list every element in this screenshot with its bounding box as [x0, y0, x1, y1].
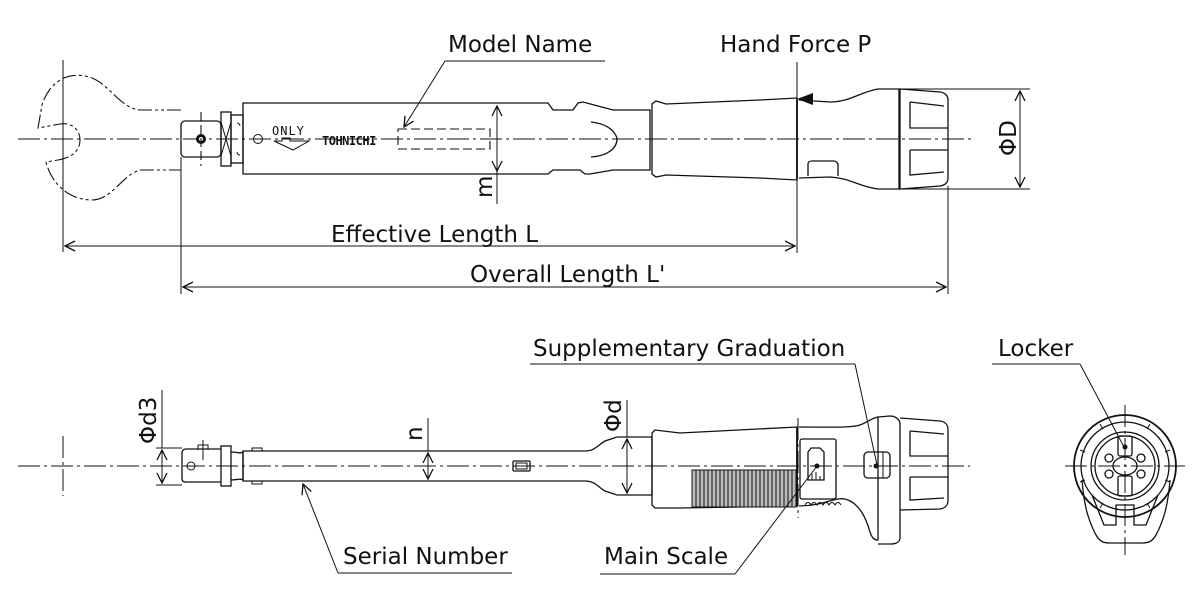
- serial-number-leader: [303, 484, 339, 574]
- main-scale-leader: [734, 465, 818, 575]
- end-base-slot: [1091, 494, 1159, 526]
- side-view: Φd3 n Φd: [18, 336, 970, 575]
- cap-slot-top: [909, 101, 948, 129]
- overall-length-label: Overall Length L': [470, 262, 665, 288]
- dim-n-label: n: [402, 426, 428, 441]
- dim-D-label: ΦD: [996, 120, 1022, 156]
- locker: [1104, 435, 1146, 497]
- shaft-window: [512, 460, 531, 472]
- end-mid-ring: [1080, 421, 1170, 511]
- supplementary-graduation-knob: [863, 451, 891, 479]
- effective-length-label: Effective Length L: [331, 222, 538, 248]
- hand-force-label: Hand Force P: [720, 32, 871, 58]
- side-collar: [220, 445, 232, 487]
- side-drive-pin: [186, 461, 196, 471]
- locker-label: Locker: [998, 336, 1074, 362]
- spanner-head-phantom: [37, 74, 181, 201]
- top-view: ONLY TOHNICHI m ΦD Hand Force P Model Na…: [18, 32, 1030, 294]
- shaft-end-clips: [251, 447, 263, 485]
- side-detent: [197, 440, 209, 460]
- grip-tab: [807, 160, 839, 176]
- shaft-window-inner: [515, 462, 528, 470]
- side-cap-slot-top: [909, 430, 948, 457]
- end-view: Locker: [992, 336, 1185, 555]
- model-name-leader: [404, 60, 446, 127]
- end-base-outline: [1081, 479, 1171, 544]
- rear-ribs: [804, 502, 842, 506]
- direction-arrow-icon: [273, 137, 311, 151]
- end-outer-ring: [1073, 414, 1177, 518]
- side-cap-slot-bottom: [909, 476, 948, 501]
- reference-dot: [253, 134, 263, 144]
- main-scale-dial: [807, 447, 825, 481]
- supplementary-graduation-leader: [854, 363, 878, 466]
- side-square-drive: [181, 448, 221, 483]
- end-cap: [899, 88, 949, 190]
- serial-number-label: Serial Number: [343, 544, 508, 570]
- cap-slot-bottom: [909, 149, 948, 176]
- direction-mark-text: ONLY: [272, 124, 305, 138]
- model-name-label: Model Name: [448, 32, 592, 58]
- locker-leader: [1079, 363, 1125, 448]
- neck-detail: [236, 122, 241, 156]
- end-ring-notches: [1079, 423, 1171, 509]
- knob-dot: [873, 463, 879, 469]
- hex-cross-icon: [220, 121, 232, 157]
- side-handle-rear: [798, 416, 879, 541]
- grip-ribs: [691, 469, 797, 508]
- dim-d3-label: Φd3: [136, 397, 162, 444]
- main-scale-label: Main Scale: [604, 544, 728, 570]
- end-inner-ring: [1090, 431, 1160, 501]
- model-name-plate: [397, 128, 491, 150]
- main-scale-window: [799, 438, 837, 500]
- body-oval-recess: [590, 121, 618, 158]
- dim-d-label: Φd: [601, 399, 627, 432]
- side-tail-cap: [877, 415, 901, 545]
- side-end-cap: [899, 417, 949, 511]
- wrench-body: [242, 101, 651, 175]
- brand-logo: TOHNICHI: [322, 134, 376, 148]
- main-scale-ticks: [811, 472, 821, 480]
- dim-m-label: m: [472, 176, 498, 198]
- handle-rear: [798, 88, 900, 190]
- supplementary-graduation-label: Supplementary Graduation: [533, 336, 845, 362]
